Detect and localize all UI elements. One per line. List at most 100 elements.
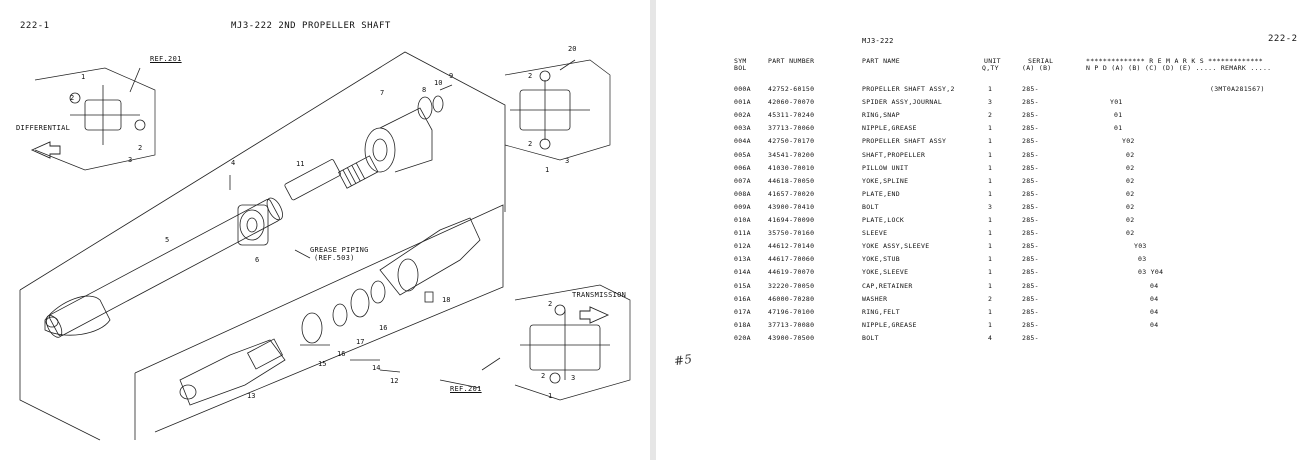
serial-cell: 285- xyxy=(1022,189,1039,198)
svg-text:16: 16 xyxy=(337,350,345,358)
quantity-cell: 1 xyxy=(988,281,993,290)
yoke-sleeve-assy xyxy=(379,217,481,296)
remark-code-cell: Y02 xyxy=(1122,137,1135,146)
transmission-label: TRANSMISSION xyxy=(572,291,627,299)
remark-code-cell: 04 xyxy=(1150,294,1159,303)
quantity-cell: 1 xyxy=(988,85,993,93)
washer-b xyxy=(370,280,386,304)
diagram-title: MJ3-222 2ND PROPELLER SHAFT xyxy=(231,21,391,31)
symbol-cell: 010A xyxy=(734,216,751,224)
remark-code-cell: 01 xyxy=(1114,124,1123,133)
remark-code-cell: 02 xyxy=(1126,189,1135,198)
quantity-cell: 1 xyxy=(988,307,993,316)
serial-cell: 285- xyxy=(1022,124,1039,133)
part-name-cell: BOLT xyxy=(862,202,879,211)
symbol-cell: 011A xyxy=(734,229,751,238)
serial-cell: 285- xyxy=(1022,320,1039,329)
svg-text:4: 4 xyxy=(231,159,235,167)
header-qty: Q,TY xyxy=(982,64,999,72)
symbol-cell: 015A xyxy=(734,281,751,290)
upper-assembly-outline xyxy=(19,51,506,291)
left-page-number: 222-1 xyxy=(20,21,50,31)
serial-cell: 285- xyxy=(1022,281,1039,290)
part-number-cell: 41657-70020 xyxy=(768,189,815,198)
svg-text:2: 2 xyxy=(528,140,532,148)
remark-code-cell: 02 xyxy=(1126,163,1135,172)
symbol-cell: 009A xyxy=(734,202,751,211)
header-part-name: PART NAME xyxy=(862,57,900,65)
header-part-number: PART NUMBER xyxy=(768,57,815,65)
svg-text:2: 2 xyxy=(138,144,142,152)
svg-text:10: 10 xyxy=(434,79,442,87)
remark-code-cell: Y01 xyxy=(1110,98,1123,107)
part-number-cell: 44619-70070 xyxy=(768,268,815,277)
svg-text:17: 17 xyxy=(356,338,364,346)
remark-code-cell: Y03 xyxy=(1134,242,1147,251)
remark-code-cell: 03 Y04 xyxy=(1138,268,1164,277)
svg-text:14: 14 xyxy=(372,364,380,372)
symbol-cell: 003A xyxy=(734,124,751,133)
quantity-cell: 1 xyxy=(988,216,993,224)
header-serial: SERIAL xyxy=(1028,57,1054,65)
remark-code-cell: 03 xyxy=(1138,255,1147,264)
quantity-cell: 1 xyxy=(988,229,993,238)
part-number-cell: 42750-70170 xyxy=(768,137,815,146)
part-name-cell: YOKE,SPLINE xyxy=(862,176,909,185)
symbol-cell: 006A xyxy=(734,163,751,172)
page-gutter xyxy=(650,0,656,460)
serial-cell: 285- xyxy=(1022,150,1039,159)
quantity-cell: 3 xyxy=(988,202,993,211)
svg-text:15: 15 xyxy=(318,360,326,368)
part-number-cell: 32220-70050 xyxy=(768,281,815,290)
splined-shaft xyxy=(338,155,379,189)
serial-cell: 285- xyxy=(1022,307,1039,316)
svg-text:3: 3 xyxy=(128,156,132,164)
quantity-cell: 1 xyxy=(988,320,993,329)
end-plate xyxy=(417,96,433,120)
svg-text:6: 6 xyxy=(255,256,259,264)
svg-text:7: 7 xyxy=(380,89,384,97)
symbol-cell: 016A xyxy=(734,294,751,303)
ref-201-top-label: REF.201 xyxy=(150,55,182,63)
cap-retainer xyxy=(301,312,323,344)
serial-cell: 285- xyxy=(1022,294,1039,303)
part-number-cell: 44617-70060 xyxy=(768,255,815,264)
svg-text:16: 16 xyxy=(379,324,387,332)
serial-cell: 285- xyxy=(1022,85,1039,93)
quantity-cell: 1 xyxy=(988,163,993,172)
shaft-front-yoke xyxy=(44,295,111,336)
serial-cell: 285- xyxy=(1022,255,1039,264)
svg-text:3: 3 xyxy=(565,157,569,165)
differential-joint-box xyxy=(34,67,156,171)
remark-code-cell: 04 xyxy=(1150,320,1159,329)
remark-code-cell: 02 xyxy=(1126,202,1135,211)
spider-assy-transmission xyxy=(520,304,610,384)
parts-list-page: 222-2 MJ3-222 SYM BOL PART NUMBER PART N… xyxy=(656,0,1308,460)
svg-text:1: 1 xyxy=(548,392,552,400)
serial-cell: 285- xyxy=(1022,242,1039,251)
sleeve xyxy=(284,159,341,201)
serial-cell: 285- xyxy=(1022,137,1039,146)
part-number-cell: 42060-70070 xyxy=(768,98,815,107)
washer-a xyxy=(332,303,348,327)
quantity-cell: 1 xyxy=(988,255,993,264)
shaft-propeller xyxy=(45,197,283,338)
part-name-cell: YOKE,SLEEVE xyxy=(862,268,909,277)
remark-code-cell: 04 xyxy=(1150,281,1159,290)
symbol-cell: 001A xyxy=(734,98,751,107)
spider-assy-differential xyxy=(69,85,146,145)
part-name-cell: PLATE,END xyxy=(862,189,900,198)
svg-text:2: 2 xyxy=(70,94,74,102)
part-name-cell: BOLT xyxy=(862,333,879,342)
header-unit: UNIT xyxy=(984,57,1001,65)
